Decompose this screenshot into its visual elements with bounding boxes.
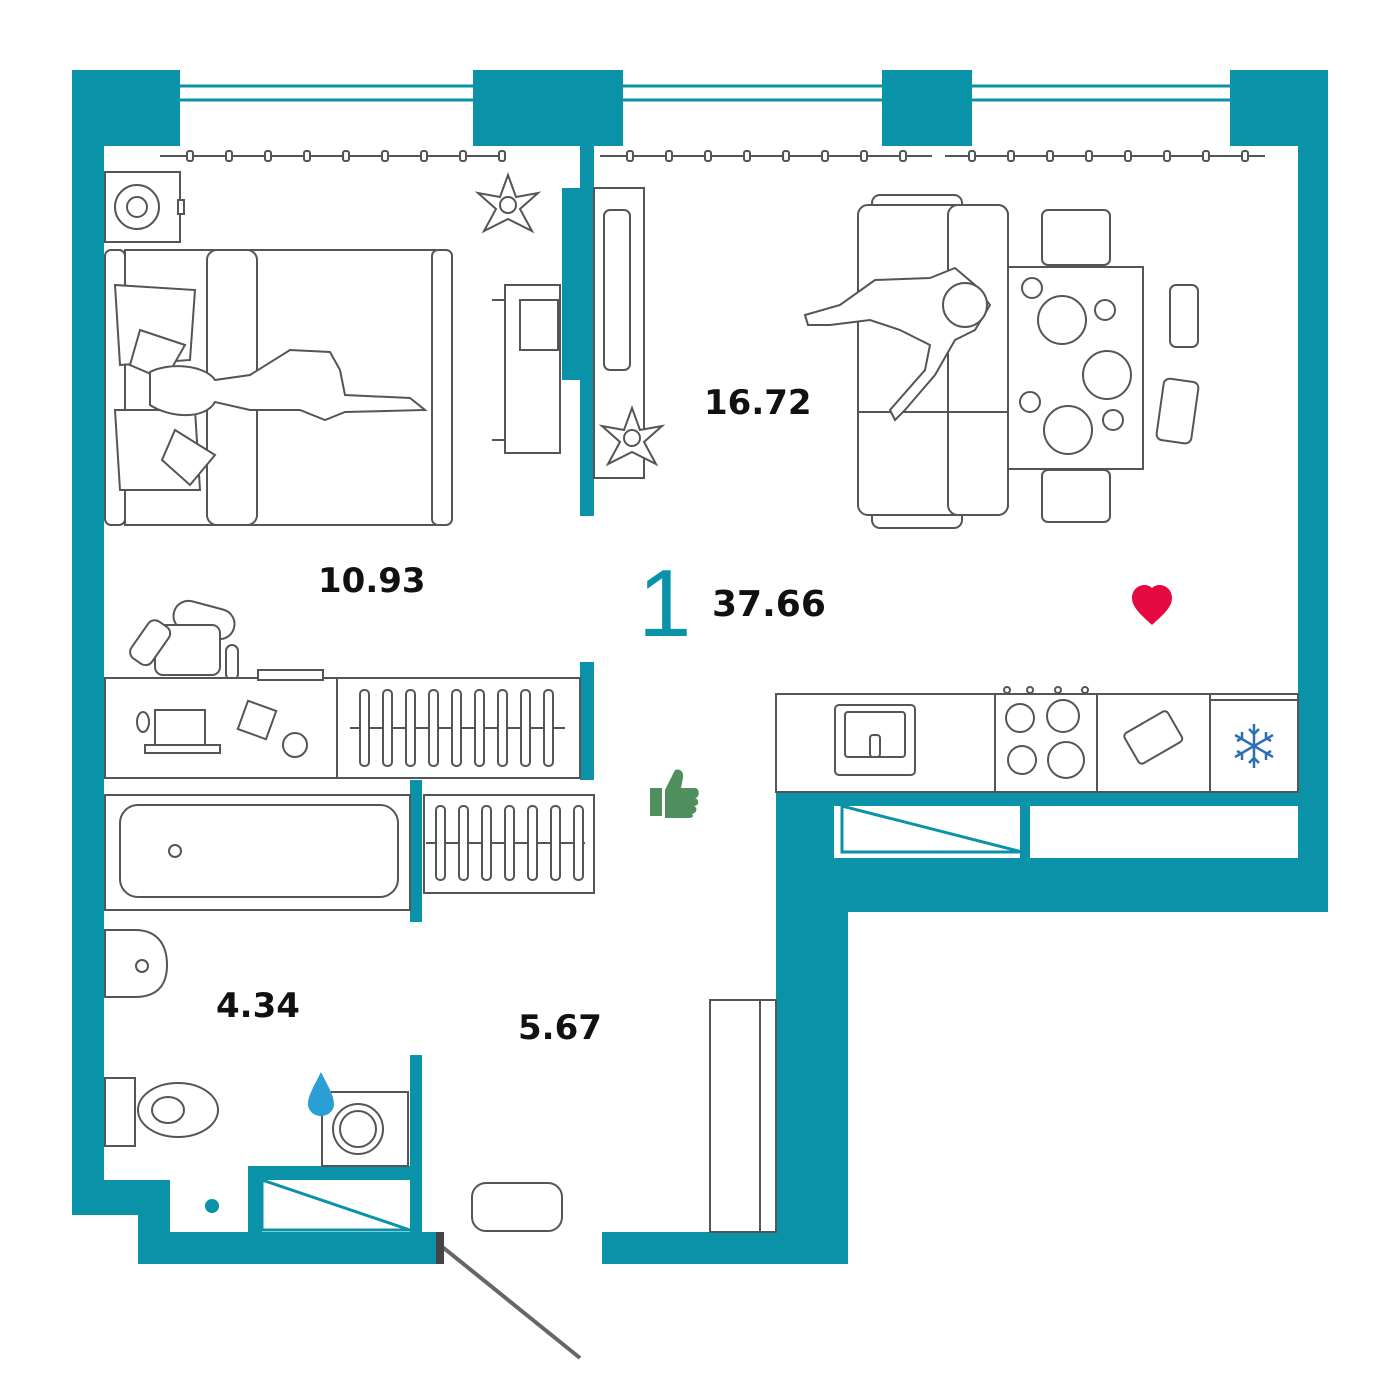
rail-knob: [1124, 150, 1132, 162]
hanger: [428, 689, 439, 767]
hanger: [451, 689, 462, 767]
vents-doors: [205, 804, 1023, 1360]
bedroom-furniture: [104, 171, 581, 779]
living-furniture: [593, 187, 1299, 793]
rail-knob: [186, 150, 194, 162]
snowflake-icon: [1234, 724, 1274, 768]
rail-knob: [420, 150, 428, 162]
rail-knob: [303, 150, 311, 162]
rail-knob: [743, 150, 751, 162]
rail-knob: [225, 150, 233, 162]
rail-knob: [821, 150, 829, 162]
hanger: [550, 805, 561, 881]
curtain-rail-knobs: [186, 150, 1249, 162]
hanger: [382, 689, 393, 767]
hanger: [573, 805, 584, 881]
rail-knob: [1202, 150, 1210, 162]
hanger: [458, 805, 469, 881]
rail-knob: [381, 150, 389, 162]
wardrobe-hangers-hall: [426, 805, 585, 881]
hanger: [481, 805, 492, 881]
windows: [180, 84, 1230, 102]
rail-knob: [1163, 150, 1171, 162]
rail-knob: [968, 150, 976, 162]
rail-knob: [264, 150, 272, 162]
bathroom-hall-furniture: [104, 794, 777, 1233]
rail-knob: [498, 150, 506, 162]
hanger: [497, 689, 508, 767]
area-bathroom: 4.34: [216, 986, 300, 1026]
area-hallway: 5.67: [518, 1008, 602, 1048]
hanger: [520, 689, 531, 767]
heart-icon: [1132, 585, 1172, 625]
hanger: [527, 805, 538, 881]
hanger: [474, 689, 485, 767]
water-drop-icon: [308, 1072, 334, 1116]
wardrobe-hangers-bedroom: [350, 689, 565, 767]
thumbs-up-icon: [650, 769, 699, 818]
hanger: [435, 805, 446, 881]
rail-knob: [1007, 150, 1015, 162]
rail-knob: [1085, 150, 1093, 162]
rail-knob: [626, 150, 634, 162]
rail-knob: [665, 150, 673, 162]
hanger: [359, 689, 370, 767]
area-bedroom: 10.93: [318, 561, 426, 601]
rail-knob: [782, 150, 790, 162]
rail-knob: [1241, 150, 1249, 162]
rail-knob: [860, 150, 868, 162]
hanger: [543, 689, 554, 767]
area-living-kitchen: 16.72: [704, 383, 812, 423]
rail-knob: [342, 150, 350, 162]
hanger: [405, 689, 416, 767]
rail-knob: [459, 150, 467, 162]
rail-knob: [704, 150, 712, 162]
walls: [72, 70, 1328, 1264]
rail-knob: [1046, 150, 1054, 162]
hanger: [504, 805, 515, 881]
rail-knob: [899, 150, 907, 162]
rooms-count: 1: [638, 550, 692, 657]
area-total: 37.66: [712, 584, 826, 625]
